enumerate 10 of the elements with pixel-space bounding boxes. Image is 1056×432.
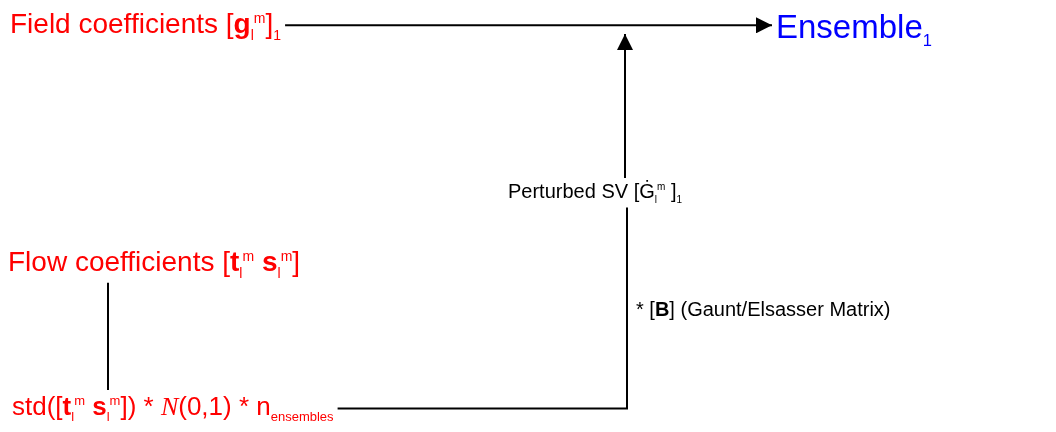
std-formula-label: std([t$_{l}$$^{m}$ s$_{l}$$^{m}$]) *N(0,1) * n$_{ensembles}$ (12, 392, 334, 426)
arrow (284, 17, 773, 34)
edge-label: * [B] (Gaunt/Elsasser Matrix) (636, 298, 891, 321)
ensemble-label: Ensemble$_{1}$ (776, 8, 932, 50)
arrow (617, 33, 633, 179)
perturbed-sv-label: Perturbed SV [Ġ$_{l}$$^{m}$ ]$_{1}$ (508, 180, 682, 206)
field-coefficients-label: Field coefficients [g$_{l}$$^{m}$]$_{1}$ (10, 8, 282, 43)
connector-line (107, 281, 109, 391)
flow-coefficients-label: Flow coefficients [t$_{l}$$^{m}$ s$_{l}$$^{m}$] (8, 246, 301, 281)
connector-line (336, 206, 628, 410)
